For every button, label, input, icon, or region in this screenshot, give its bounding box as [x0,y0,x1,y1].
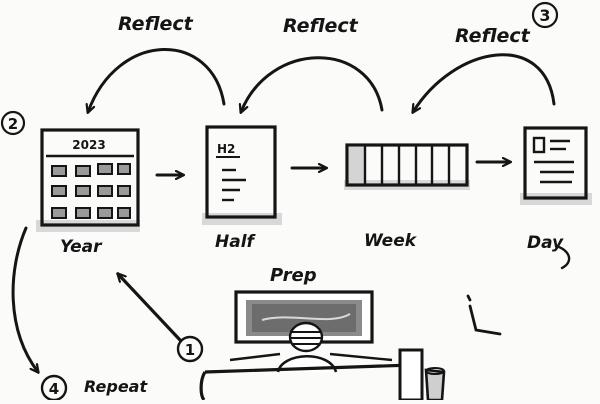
repeat-label: Repeat [84,377,148,396]
year-card-title: 2023 [72,138,105,152]
prep-label: Prep [270,265,317,286]
step-number-2: 2 [0,110,26,136]
half-card-title: H2 [217,142,235,156]
reflect-label-week: Reflect [455,25,531,47]
week-strip [344,143,470,190]
step-number-3: 3 [531,1,559,29]
arrow-prep-to-year [118,274,182,342]
half-label: Half [215,232,257,252]
repeat-arrow [11,226,38,372]
reflect-label-half: Reflect [283,15,359,37]
step-number-4-text: 4 [49,380,59,398]
stray-mark [466,294,502,336]
day-label-flourish [554,244,571,270]
step-number-1: 1 [176,335,204,363]
reflect-label-year: Reflect [118,13,194,35]
reflect-arrow-day-to-week [413,53,556,112]
step-number-1-text: 1 [185,341,195,359]
day-label: Day [527,233,564,253]
step-number-3-text: 3 [539,6,550,25]
reflect-arrow-half-to-year [88,48,226,112]
year-card: 2023 [36,128,140,232]
week-label: Week [364,231,418,251]
step-number-4: 4 [40,374,68,402]
year-calendar-grid [51,163,131,219]
person-at-desk-illustration [199,290,446,402]
reflect-arrow-week-to-half [241,56,384,112]
year-label: Year [60,237,103,257]
step-number-2-text: 2 [8,115,18,133]
half-card: H2 [202,125,282,225]
day-card [520,126,592,205]
